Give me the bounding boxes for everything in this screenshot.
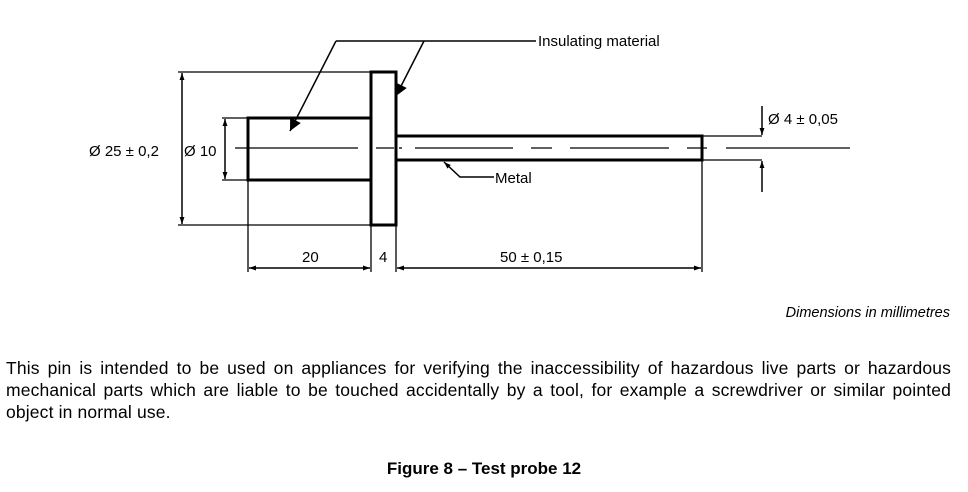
- figure-caption: Figure 8 – Test probe 12: [386, 459, 582, 478]
- extension-lines: [178, 71, 762, 272]
- leader-metal: [443, 161, 494, 178]
- label-pin-diameter: Ø 4 ± 0,05: [768, 111, 838, 128]
- label-metal: Metal: [495, 170, 532, 187]
- dimension-lines: [179, 73, 765, 271]
- test-probe-drawing: Insulating material Metal Ø 25 ± 0,2 Ø 1…: [89, 33, 850, 272]
- label-handle-length: 20: [302, 249, 319, 266]
- leader-insulating: [289, 40, 536, 132]
- units-note: Dimensions in millimetres: [785, 305, 950, 321]
- label-handle-diameter: Ø 10: [184, 143, 217, 160]
- label-flange-length: 4: [379, 249, 387, 266]
- label-insulating-material: Insulating material: [538, 33, 660, 50]
- label-pin-length: 50 ± 0,15: [500, 249, 562, 266]
- label-flange-diameter: Ø 25 ± 0,2: [89, 143, 159, 160]
- handle-body: [246, 116, 373, 182]
- description-paragraph: This pin is intended to be used on appli…: [6, 358, 951, 422]
